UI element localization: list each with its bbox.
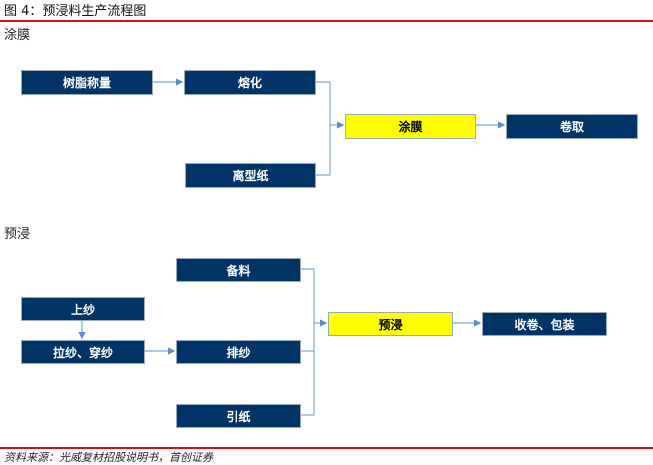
bottom-rule bbox=[0, 447, 653, 449]
node-winding: 卷取 bbox=[506, 114, 638, 139]
node-yarn-loading: 上纱 bbox=[21, 297, 145, 321]
section-label-coating: 涂膜 bbox=[4, 28, 31, 43]
node-yarn-arranging: 排纱 bbox=[176, 340, 301, 364]
node-yarn-pulling: 拉纱、穿纱 bbox=[21, 340, 145, 364]
node-resin-weighing: 树脂称量 bbox=[21, 70, 153, 95]
section-label-prepreg: 预浸 bbox=[4, 227, 31, 242]
top-rule bbox=[0, 20, 653, 22]
node-rewind-package: 收卷、包装 bbox=[482, 312, 607, 336]
node-coating: 涂膜 bbox=[345, 114, 476, 139]
node-preparation: 备料 bbox=[176, 258, 301, 282]
node-melt: 熔化 bbox=[184, 70, 316, 95]
node-release-paper: 离型纸 bbox=[185, 163, 316, 188]
node-impregnation: 预浸 bbox=[328, 312, 453, 336]
figure-title: 图 4：预浸料生产流程图 bbox=[4, 4, 147, 19]
source-note: 资料来源：光威复材招股说明书，首创证券 bbox=[4, 451, 213, 464]
node-lead-paper: 引纸 bbox=[176, 404, 301, 428]
